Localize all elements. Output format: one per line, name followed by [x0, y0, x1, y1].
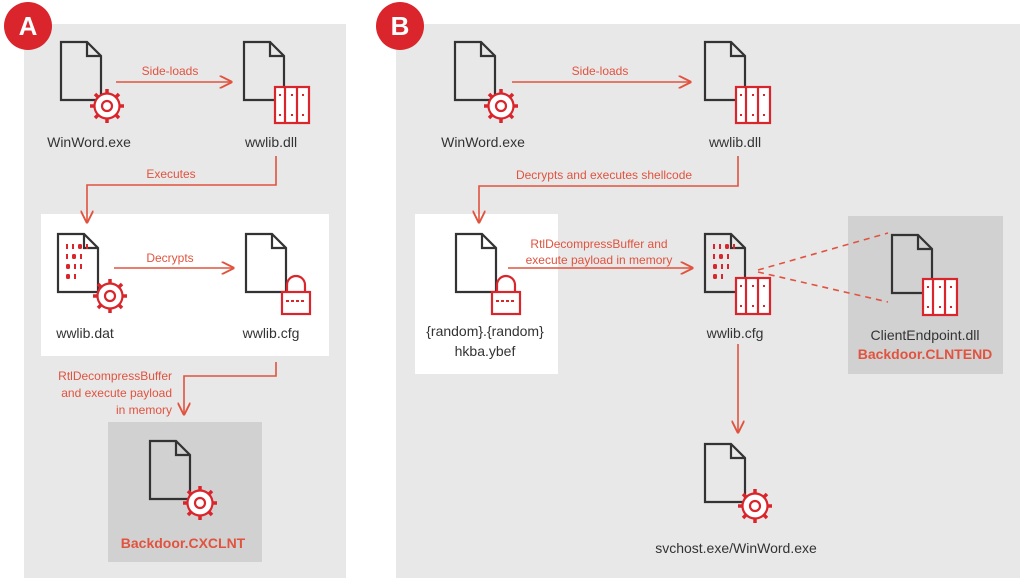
arrow-b-decrypts-shellcode — [479, 156, 739, 222]
label-a-wwlib-dll: wwlib.dll — [244, 134, 298, 150]
edge-label-b-sideloads: Side-loads — [571, 64, 629, 78]
box-b-random — [415, 214, 558, 374]
wwlib-cfg-a-file-lock-icon — [244, 232, 312, 316]
edge-label-b-rtl-line1: RtlDecompressBuffer and — [530, 237, 668, 251]
edge-label-a-decrypts: Decrypts — [146, 251, 194, 265]
label-a-wwlib-cfg: wwlib.cfg — [242, 325, 300, 341]
edge-label-a-rtl-line2: and execute payload — [61, 386, 172, 400]
edge-label-a-sideloads: Side-loads — [141, 64, 199, 78]
edge-label-a-executes: Executes — [146, 167, 196, 181]
label-b-client-dll: ClientEndpoint.dll — [870, 327, 980, 343]
edge-label-b-rtl-line2: execute payload in memory — [525, 253, 673, 267]
edge-label-a-rtl-line1: RtlDecompressBuffer — [58, 369, 172, 383]
label-b-wwlib-cfg: wwlib.cfg — [706, 325, 764, 341]
wwlib-cfg-b-file-binary-binder-icon — [703, 232, 772, 316]
label-b-svchost: svchost.exe/WinWord.exe — [655, 540, 817, 556]
label-b-backdoor: Backdoor.CLNTEND — [857, 346, 993, 362]
winword-a-file-gear-icon — [59, 40, 126, 125]
label-b-random-line1: {random}.{random} — [426, 323, 544, 339]
winword-b-file-gear-icon — [453, 40, 520, 125]
label-a-wwlib-dat: wwlib.dat — [56, 325, 114, 341]
arrow-a-executes — [87, 156, 277, 222]
edge-label-b-decrypts-shellcode: Decrypts and executes shellcode — [515, 168, 693, 182]
label-a-winword: WinWord.exe — [47, 134, 131, 150]
edge-label-a-rtl-line3: in memory — [115, 403, 172, 417]
client-endpoint-file-binder-icon — [890, 233, 959, 317]
dashed-b-cfg-client-bottom — [757, 271, 889, 303]
box-a-backdoor — [108, 422, 262, 562]
label-a-backdoor: Backdoor.CXCLNT — [120, 535, 246, 551]
label-b-random-line2: hkba.ybef — [454, 343, 516, 359]
panel-b-badge: B — [376, 2, 424, 50]
wwlib-dll-a-file-binder-icon — [242, 40, 311, 125]
svchost-file-gear-icon — [703, 442, 774, 525]
wwlib-dll-b-file-binder-icon — [703, 40, 772, 125]
arrow-a-rtl — [184, 362, 277, 414]
backdoor-a-file-gear-icon — [148, 439, 219, 522]
random-b-file-lock-icon — [454, 232, 522, 316]
dashed-b-cfg-client-top — [757, 232, 889, 271]
wwlib-dat-a-file-binary-gear-icon — [56, 232, 129, 315]
label-b-winword: WinWord.exe — [441, 134, 525, 150]
label-b-wwlib-dll: wwlib.dll — [708, 134, 762, 150]
panel-a-badge: A — [4, 2, 52, 50]
